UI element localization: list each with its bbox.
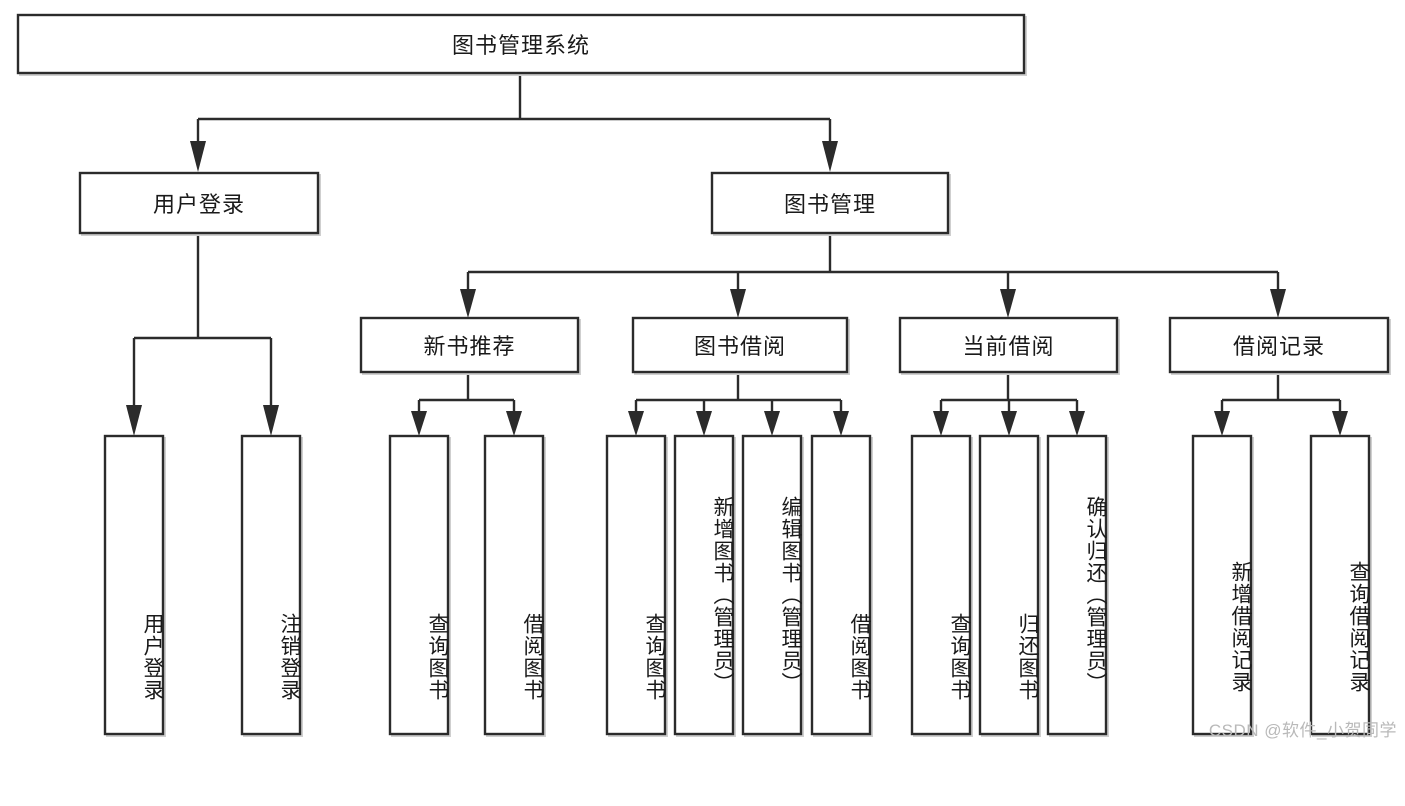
arrow-head-leaf-logout bbox=[263, 405, 279, 436]
arrow-head-leaf-edit-book bbox=[764, 411, 780, 436]
node-current-borrow[interactable] bbox=[898, 316, 1119, 374]
arrow-head-new-book-recommend bbox=[460, 289, 476, 318]
arrow-head-leaf-user-login bbox=[126, 405, 142, 436]
node-new-book-recommend[interactable] bbox=[359, 316, 580, 374]
node-leaf-user-login[interactable] bbox=[103, 434, 165, 736]
arrow-head-book-borrow bbox=[730, 289, 746, 318]
node-leaf-confirm-return[interactable] bbox=[1046, 434, 1108, 736]
node-user-login[interactable] bbox=[78, 171, 320, 235]
node-borrow-record[interactable] bbox=[1168, 316, 1390, 374]
arrow-head-user-login bbox=[190, 141, 206, 172]
diagram-canvas: 图书管理系统 用户登录 图书管理 新书推荐 图书借阅 当前借阅 借阅记录 用户登… bbox=[16, 13, 1396, 740]
arrow-head-leaf-borrow-book-2 bbox=[833, 411, 849, 436]
node-leaf-edit-book[interactable] bbox=[741, 434, 803, 736]
node-leaf-add-record[interactable] bbox=[1191, 434, 1253, 736]
arrow-head-leaf-borrow-book-1 bbox=[506, 411, 522, 436]
arrow-head-leaf-query-record bbox=[1332, 411, 1348, 436]
arrow-head-leaf-confirm-return bbox=[1069, 411, 1085, 436]
arrow-head-borrow-record bbox=[1270, 289, 1286, 318]
node-leaf-query-book-1[interactable] bbox=[388, 434, 450, 736]
node-leaf-query-book-2[interactable] bbox=[605, 434, 667, 736]
arrow-head-leaf-query-book-2 bbox=[628, 411, 644, 436]
node-book-manage[interactable] bbox=[710, 171, 950, 235]
node-leaf-borrow-book-1[interactable] bbox=[483, 434, 545, 736]
arrow-head-leaf-return-book bbox=[1001, 411, 1017, 436]
node-leaf-return-book[interactable] bbox=[978, 434, 1040, 736]
node-book-borrow[interactable] bbox=[631, 316, 849, 374]
node-root[interactable] bbox=[16, 13, 1026, 75]
node-box-group bbox=[16, 13, 1391, 737]
node-leaf-logout[interactable] bbox=[240, 434, 302, 736]
node-leaf-query-book-3[interactable] bbox=[910, 434, 972, 736]
connector-group bbox=[126, 72, 1348, 436]
node-leaf-query-record[interactable] bbox=[1309, 434, 1371, 736]
node-leaf-add-book[interactable] bbox=[673, 434, 735, 736]
arrow-head-leaf-query-book-3 bbox=[933, 411, 949, 436]
arrow-head-book-manage bbox=[822, 141, 838, 172]
arrow-head-current-borrow bbox=[1000, 289, 1016, 318]
tree-diagram-svg bbox=[16, 13, 1391, 737]
node-leaf-borrow-book-2[interactable] bbox=[810, 434, 872, 736]
arrow-head-leaf-add-record bbox=[1214, 411, 1230, 436]
arrow-head-leaf-add-book bbox=[696, 411, 712, 436]
arrow-head-leaf-query-book-1 bbox=[411, 411, 427, 436]
